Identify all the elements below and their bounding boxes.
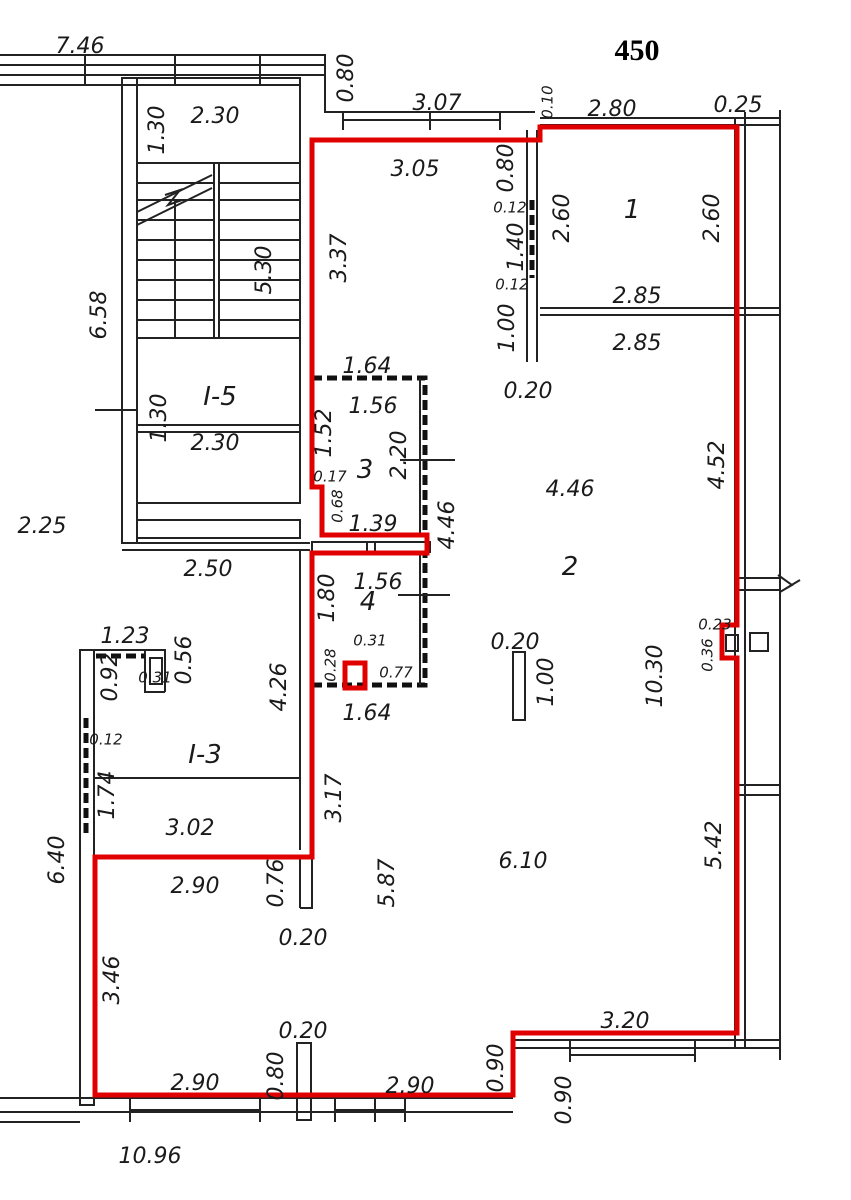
dimension-label: 1.00 <box>495 304 520 353</box>
dimension-label: 7.46 <box>56 34 105 59</box>
dimension-label: 6.58 <box>87 291 112 340</box>
dimension-label: 5.30 <box>252 246 277 295</box>
dimension-label: 2.30 <box>191 431 240 456</box>
dimension-label: 0.77 <box>379 664 413 682</box>
dimension-label: 3.17 <box>322 774 347 823</box>
dimension-label: 3.46 <box>100 956 125 1005</box>
dimension-label: 3.02 <box>166 816 215 841</box>
dimension-label: 1.40 <box>504 223 529 272</box>
dimension-label: 0.31 <box>353 632 386 650</box>
plan-number: 450 <box>615 34 660 67</box>
dimension-label: 1.80 <box>315 574 340 623</box>
dimension-label: 1.30 <box>145 106 170 155</box>
dimension-label: 2.25 <box>18 514 67 539</box>
dimension-label: 10.96 <box>119 1144 182 1169</box>
dimension-label: 0.90 <box>552 1076 577 1125</box>
dimension-label: 2.20 <box>387 431 412 480</box>
dimension-label: 0.36 <box>699 638 717 671</box>
dimension-label: 1.30 <box>147 394 172 443</box>
dimension-label: 0.23 <box>698 616 731 634</box>
dimension-label: 0.25 <box>714 93 763 118</box>
dimension-label: 0.12 <box>495 276 528 294</box>
dimension-label: 0.12 <box>493 199 526 217</box>
stair-arrow-icon <box>164 187 183 208</box>
dimension-label: 1.52 <box>312 409 337 458</box>
dimension-label: 1.23 <box>101 624 150 649</box>
dimension-label: 2.30 <box>191 104 240 129</box>
dimension-label: 0.17 <box>313 468 347 486</box>
dimension-label: 0.80 <box>334 54 359 103</box>
dimension-label: 1.56 <box>354 570 403 595</box>
stair-break-line <box>136 174 213 226</box>
dimension-label: 2.80 <box>588 97 637 122</box>
apartment-outline <box>92 124 740 1098</box>
dimension-label: 3.20 <box>601 1009 650 1034</box>
dimension-label: 2.60 <box>700 194 725 243</box>
dimension-label: 2.60 <box>550 194 575 243</box>
dimension-label: 1.56 <box>349 394 398 419</box>
dimension-label: 2.90 <box>386 1074 435 1099</box>
dimension-label: 0.31 <box>138 669 171 687</box>
dimension-label: 1.64 <box>343 701 392 726</box>
dimension-label: 0.10 <box>539 85 557 118</box>
dimension-label: 2.90 <box>171 874 220 899</box>
dimension-label: 0.90 <box>484 1044 509 1093</box>
dimension-label: 0.76 <box>264 859 289 908</box>
dimension-label: 1.74 <box>95 771 120 820</box>
dimension-label: 10.30 <box>643 645 668 708</box>
dimension-label: 5.87 <box>375 859 400 908</box>
dimension-label: 2.90 <box>171 1071 220 1096</box>
dimension-label: 5.42 <box>702 821 727 870</box>
dimension-label: 0.92 <box>98 653 123 702</box>
dimension-label: 0.80 <box>494 144 519 193</box>
dimension-label: 3.05 <box>391 157 440 182</box>
dimension-label: 0.20 <box>504 379 553 404</box>
dimension-label: 4.52 <box>705 441 730 490</box>
dimension-label: 2.85 <box>613 331 662 356</box>
dimension-label: 4.26 <box>267 663 292 712</box>
dimension-label: 0.28 <box>322 648 340 681</box>
dimension-label: 0.80 <box>264 1052 289 1101</box>
dimension-labels: 7.46 0.80 3.07 0.10 2.80 0.25 2.30 1.30 3.05 0.80… <box>18 34 763 1169</box>
dimension-label: 0.20 <box>279 1019 328 1044</box>
dimension-label: 1.39 <box>349 512 398 537</box>
dimension-label: 0.20 <box>491 630 540 655</box>
dimension-label: 0.12 <box>89 731 122 749</box>
room-label-2: 2 <box>562 552 579 582</box>
dimension-label: 4.46 <box>435 501 460 550</box>
dimension-label: 6.10 <box>499 849 548 874</box>
dimension-label: 1.00 <box>534 658 559 707</box>
room-label-3: 3 <box>357 455 374 485</box>
dimension-label: 6.40 <box>45 836 70 885</box>
room-label-1: 1 <box>624 195 641 225</box>
dimension-label: 4.46 <box>546 477 595 502</box>
room-label-i3: I-3 <box>188 740 222 770</box>
room-label-i5: I-5 <box>203 382 237 412</box>
room-label-4: 4 <box>360 587 377 617</box>
dimension-label: 0.56 <box>172 636 197 685</box>
dimension-label: 3.07 <box>413 91 462 116</box>
dimension-label: 3.37 <box>327 234 352 283</box>
dimension-label: 1.64 <box>343 354 392 379</box>
walls <box>0 54 801 1123</box>
dimension-label: 0.68 <box>329 489 347 522</box>
dimension-label: 2.50 <box>184 557 233 582</box>
dimension-label: 2.85 <box>613 284 662 309</box>
dimension-label: 0.20 <box>279 926 328 951</box>
ventilation-shaft-icon <box>342 660 368 691</box>
